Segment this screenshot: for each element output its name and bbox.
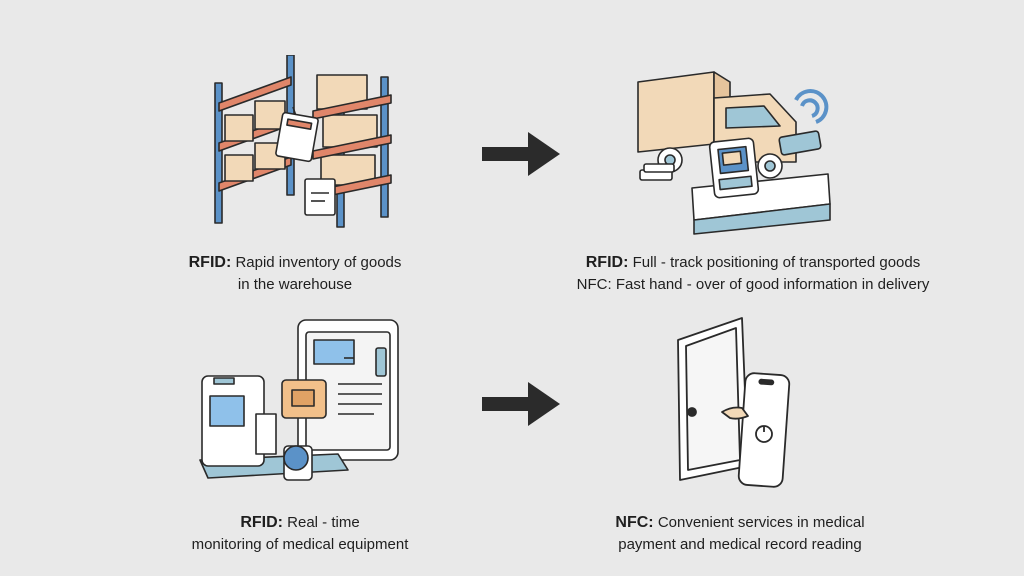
panel-3-line1: Real - time	[287, 514, 360, 531]
panel-3-line2: monitoring of medical equipment	[191, 536, 409, 553]
delivery-truck-icon	[637, 71, 831, 235]
panel-3-caption: RFID: Real - time monitoring of medical …	[150, 512, 450, 556]
panel-1-line1: Rapid inventory of goods	[235, 254, 402, 271]
phone-door-icon	[677, 317, 791, 488]
panel-4-prefix: NFC:	[615, 514, 654, 531]
panel-4-caption: NFC: Convenient services in medical paym…	[580, 512, 900, 556]
panel-2-caption: RFID: Full - track positioning of transp…	[548, 252, 958, 296]
panel-1-prefix: RFID:	[188, 254, 232, 271]
medical-equipment-icon	[199, 319, 399, 481]
panel-4-line2: payment and medical record reading	[618, 536, 862, 553]
panel-2-line2: NFC: Fast hand - over of good informatio…	[576, 276, 930, 293]
panel-3-prefix: RFID:	[240, 514, 283, 531]
warehouse-shelf-icon	[214, 55, 392, 228]
panel-1-line2: in the warehouse	[237, 276, 353, 293]
right-arrow-icon	[482, 132, 560, 176]
right-arrow-icon	[482, 382, 560, 426]
panel-2-line1: Full - track positioning of transported …	[632, 254, 921, 271]
panel-1-caption: RFID: Rapid inventory of goods in the wa…	[150, 252, 440, 296]
panel-2-prefix: RFID:	[585, 254, 629, 271]
panel-4-line1: Convenient services in medical	[657, 514, 865, 531]
